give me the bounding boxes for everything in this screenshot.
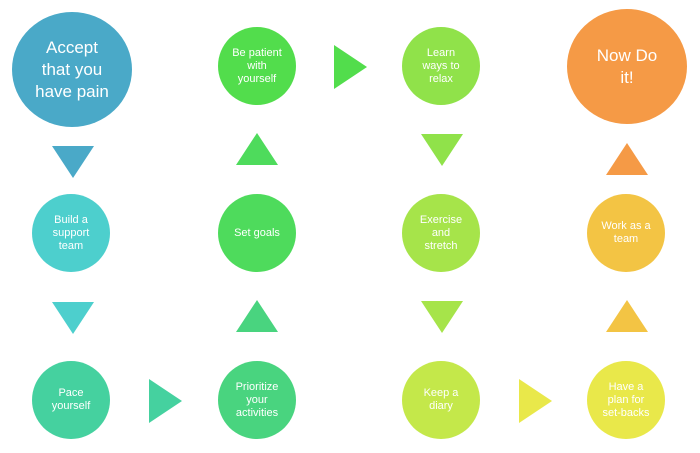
arrow-down-icon bbox=[421, 301, 463, 333]
arrow-up-icon bbox=[606, 143, 648, 175]
node-work-as-team-label: Work as a team bbox=[601, 220, 651, 245]
arrow-up-icon bbox=[236, 300, 278, 332]
node-set-goals: Set goals bbox=[218, 194, 296, 272]
node-build-support-team: Build a support team bbox=[32, 194, 110, 272]
node-accept-pain: Accept that you have pain bbox=[12, 12, 132, 127]
arrow-up-icon bbox=[606, 300, 648, 332]
node-plan-setbacks-label: Have a plan for set-backs bbox=[602, 380, 650, 419]
arrow-right-icon bbox=[149, 379, 182, 423]
node-work-as-team: Work as a team bbox=[587, 194, 665, 272]
node-accept-pain-label: Accept that you have pain bbox=[35, 37, 109, 101]
node-be-patient: Be patient with yourself bbox=[218, 27, 296, 105]
node-set-goals-label: Set goals bbox=[234, 226, 280, 239]
node-be-patient-label: Be patient with yourself bbox=[232, 46, 282, 85]
node-prioritize-activities: Prioritize your activities bbox=[218, 361, 296, 439]
node-learn-relax-label: Learn ways to relax bbox=[422, 46, 460, 85]
arrow-right-icon bbox=[334, 45, 367, 89]
node-keep-diary-label: Keep a diary bbox=[423, 387, 459, 412]
node-keep-diary: Keep a diary bbox=[402, 361, 480, 439]
node-learn-relax: Learn ways to relax bbox=[402, 27, 480, 105]
arrow-down-icon bbox=[52, 146, 94, 178]
node-now-do-it-label: Now Do it! bbox=[596, 45, 658, 87]
node-plan-setbacks: Have a plan for set-backs bbox=[587, 361, 665, 439]
arrow-right-icon bbox=[519, 379, 552, 423]
arrow-down-icon bbox=[52, 302, 94, 334]
node-build-support-team-label: Build a support team bbox=[52, 213, 90, 252]
arrow-up-icon bbox=[236, 133, 278, 165]
node-prioritize-activities-label: Prioritize your activities bbox=[235, 380, 279, 419]
node-pace-yourself: Pace yourself bbox=[32, 361, 110, 439]
node-exercise-stretch-label: Exercise and stretch bbox=[419, 213, 463, 252]
node-pace-yourself-label: Pace yourself bbox=[51, 387, 91, 412]
arrow-down-icon bbox=[421, 134, 463, 166]
node-now-do-it: Now Do it! bbox=[567, 9, 687, 124]
node-exercise-stretch: Exercise and stretch bbox=[402, 194, 480, 272]
